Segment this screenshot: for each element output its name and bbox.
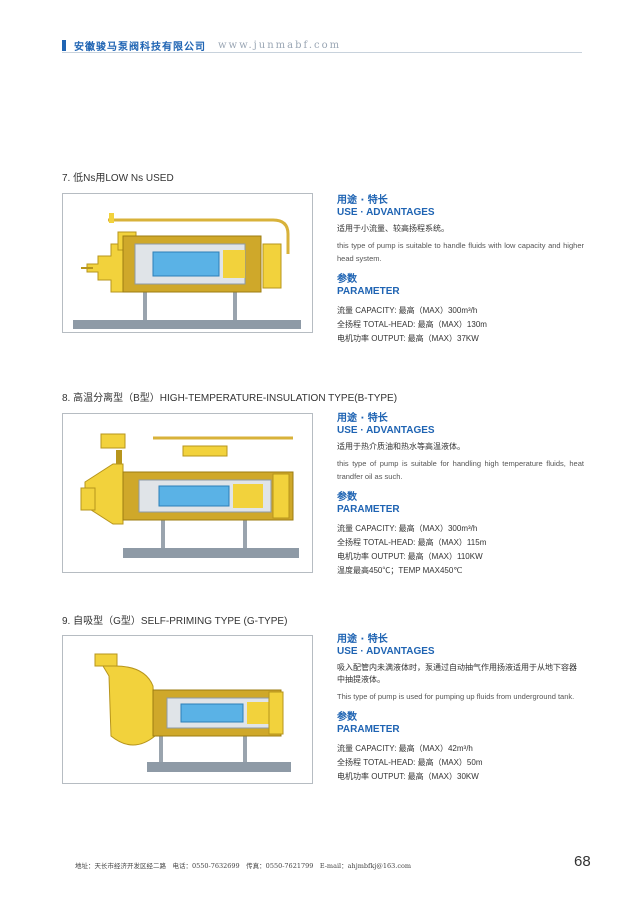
param-capacity: 流量 CAPACITY: 最高（MAX）300m³/h: [337, 524, 478, 533]
param-total-head: 全扬程 TOTAL-HEAD: 最高（MAX）115m: [337, 538, 487, 547]
description-cn: 适用于热介质油和热水等高温液体。: [337, 442, 465, 451]
use-heading-en: USE · ADVANTAGES: [337, 646, 435, 657]
param-total-head: 全扬程 TOTAL-HEAD: 最高（MAX）130m: [337, 320, 487, 329]
footer-contact: 地址：天长市经济开发区经二路 电话：0550-7632699 传真：0550-7…: [75, 862, 412, 870]
parameter-heading-cn: 参数: [337, 712, 357, 723]
param-temperature: 温度最高450℃；TEMP MAX450℃: [337, 566, 463, 575]
param-total-head: 全扬程 TOTAL-HEAD: 最高（MAX）50m: [337, 758, 483, 767]
company-url: www.junmabf.com: [218, 39, 342, 51]
use-heading-en: USE · ADVANTAGES: [337, 425, 435, 436]
use-heading-en: USE · ADVANTAGES: [337, 207, 435, 218]
param-capacity: 流量 CAPACITY: 最高（MAX）300m³/h: [337, 306, 478, 315]
description-cn: 吸入配管内未满液体时，泵通过自动抽气作用扬液适用于从地下容器中抽提液体。: [337, 663, 577, 684]
param-capacity: 流量 CAPACITY: 最高（MAX）42m³/h: [337, 744, 473, 753]
page-number: 68: [574, 853, 591, 870]
param-output: 电机功率 OUTPUT: 最高（MAX）110KW: [337, 552, 483, 561]
section-8-title: 8. 高温分离型（B型）HIGH-TEMPERATURE-INSULATION …: [62, 393, 398, 404]
parameter-heading-en: PARAMETER: [337, 286, 400, 297]
section-9-title: 9. 自吸型（G型）SELF-PRIMING TYPE (G-TYPE): [62, 616, 288, 627]
section-9-details: 用途 · 特长 USE · ADVANTAGES 吸入配管内未满液体时，泵通过自…: [337, 634, 584, 784]
section-8-details: 用途 · 特长 USE · ADVANTAGES 适用于热介质油和热水等高温液体…: [337, 413, 584, 578]
use-heading-cn: 用途 · 特长: [337, 413, 388, 424]
parameter-heading-cn: 参数: [337, 492, 357, 503]
description-en: this type of pump is suitable for handli…: [337, 459, 584, 481]
header-divider: [62, 52, 582, 53]
description-en: This type of pump is used for pumping up…: [337, 692, 575, 701]
section-7-details: 用途 · 特长 USE · ADVANTAGES 适用于小流量、较高扬程系统。 …: [337, 195, 584, 346]
parameter-heading-en: PARAMETER: [337, 724, 400, 735]
header-accent-bar: [62, 39, 66, 51]
section-7-title: 7. 低Ns用LOW Ns USED: [62, 173, 174, 184]
page-header: 安徽骏马泵阀科技有限公司 www.junmabf.com: [62, 38, 342, 53]
param-output: 电机功率 OUTPUT: 最高（MAX）30KW: [337, 772, 479, 781]
parameter-heading-cn: 参数: [337, 274, 357, 285]
section-7-pump-diagram: [62, 193, 313, 333]
description-en: this type of pump is suitable to handle …: [337, 241, 584, 263]
use-heading-cn: 用途 · 特长: [337, 195, 388, 206]
section-8-pump-diagram: [62, 413, 313, 573]
description-cn: 适用于小流量、较高扬程系统。: [337, 224, 449, 233]
section-9-pump-diagram: [62, 635, 313, 784]
company-name: 安徽骏马泵阀科技有限公司: [74, 41, 206, 53]
param-output: 电机功率 OUTPUT: 最高（MAX）37KW: [337, 334, 479, 343]
use-heading-cn: 用途 · 特长: [337, 634, 388, 645]
parameter-heading-en: PARAMETER: [337, 504, 400, 515]
